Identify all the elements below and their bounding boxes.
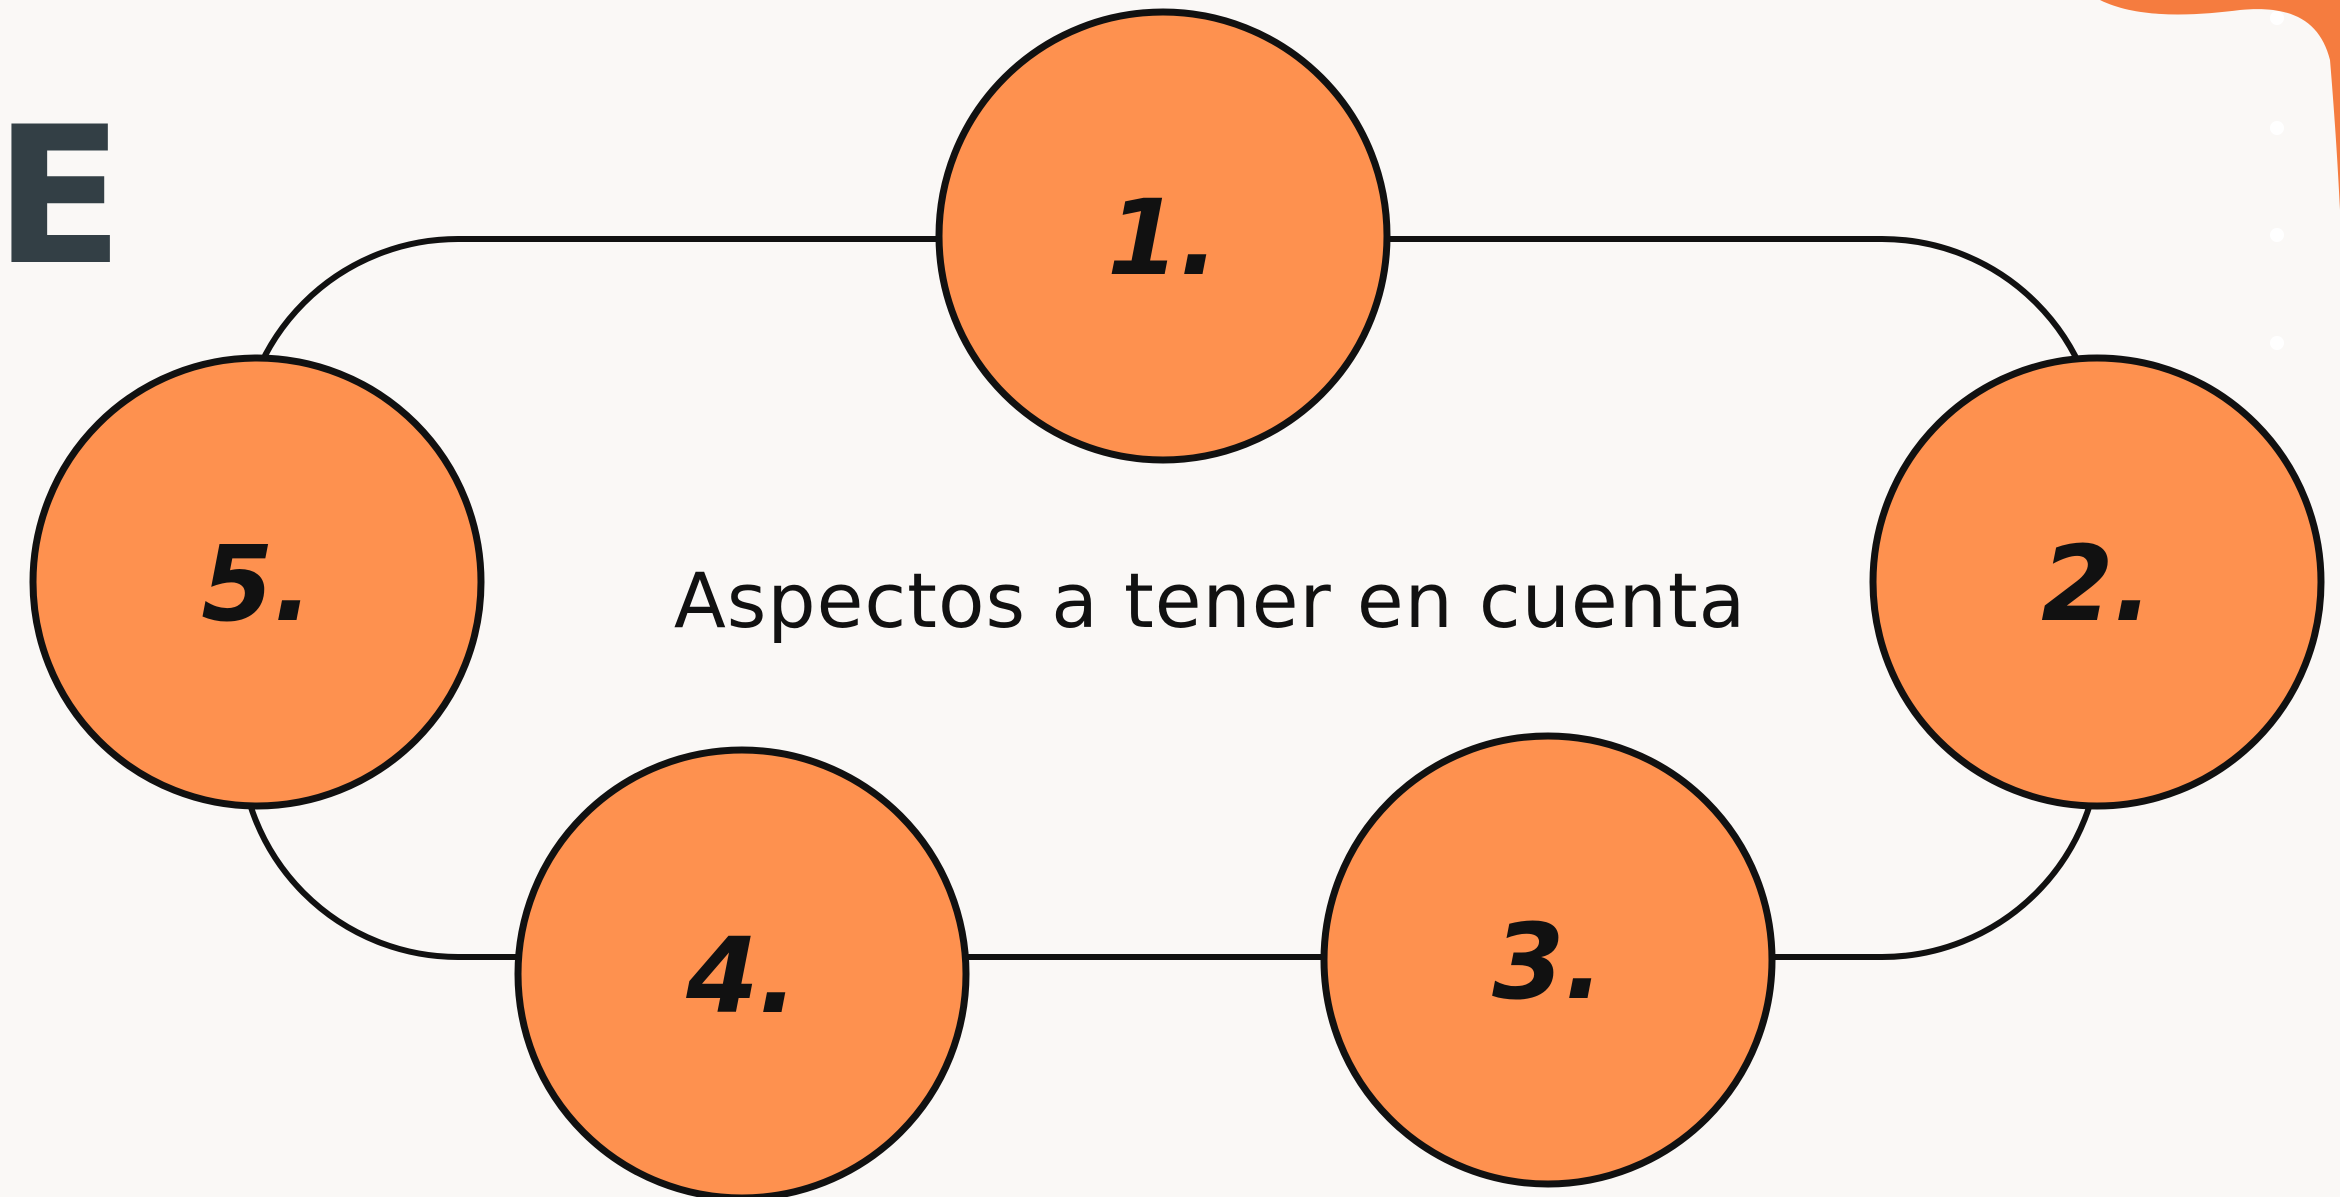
step-5-label: 5. xyxy=(201,523,313,645)
step-4-label: 4. xyxy=(685,915,798,1037)
step-1: 1. xyxy=(935,8,1391,464)
step-1-circle xyxy=(935,8,1391,464)
step-1-label: 1. xyxy=(1107,177,1219,299)
decor-dot xyxy=(2270,228,2284,242)
step-3-circle xyxy=(1320,732,1776,1188)
step-3-label: 3. xyxy=(1492,901,1604,1023)
step-3: 3. xyxy=(1320,732,1776,1188)
decor-dots xyxy=(2270,11,2284,350)
step-5: 5. xyxy=(29,354,485,810)
step-4-circle xyxy=(514,746,970,1197)
decor-dot xyxy=(2270,121,2284,135)
title-letter: E xyxy=(0,86,124,307)
step-4: 4. xyxy=(514,746,970,1197)
decor-dot xyxy=(2270,11,2284,25)
center-caption: Aspectos a tener en cuenta xyxy=(674,556,1746,645)
step-2: 2. xyxy=(1869,354,2325,810)
step-2-label: 2. xyxy=(2041,523,2153,645)
decor-dot xyxy=(2270,336,2284,350)
step-2-circle xyxy=(1869,354,2325,810)
decor-blob xyxy=(2100,0,2340,210)
step-5-circle xyxy=(29,354,485,810)
